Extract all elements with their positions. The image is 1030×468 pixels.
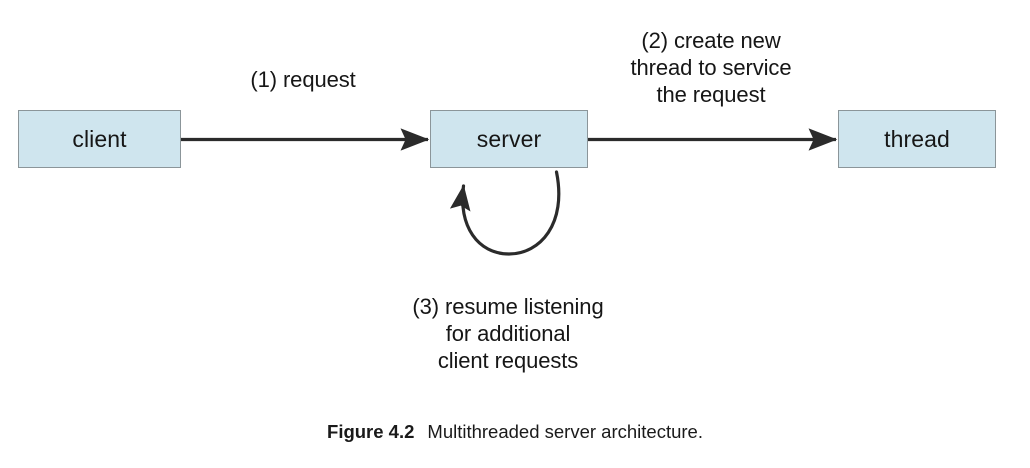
figure-caption: Figure 4.2 Multithreaded server architect… <box>0 421 1030 443</box>
figure-caption-number: Figure 4.2 <box>327 421 415 442</box>
node-server: server <box>430 110 588 168</box>
node-thread-label: thread <box>884 125 950 152</box>
node-client: client <box>18 110 181 168</box>
figure-caption-text: Multithreaded server architecture. <box>427 421 703 442</box>
edge-label-request: (1) request <box>250 67 356 92</box>
node-server-label: server <box>476 125 542 152</box>
edge-label-resume-listening: (3) resume listening for additional clie… <box>412 294 604 373</box>
node-client-label: client <box>72 125 127 152</box>
node-thread: thread <box>838 110 996 168</box>
edge-label-create-thread: (2) create new thread to service the req… <box>630 28 792 107</box>
edge-server-self-loop <box>449 170 561 256</box>
